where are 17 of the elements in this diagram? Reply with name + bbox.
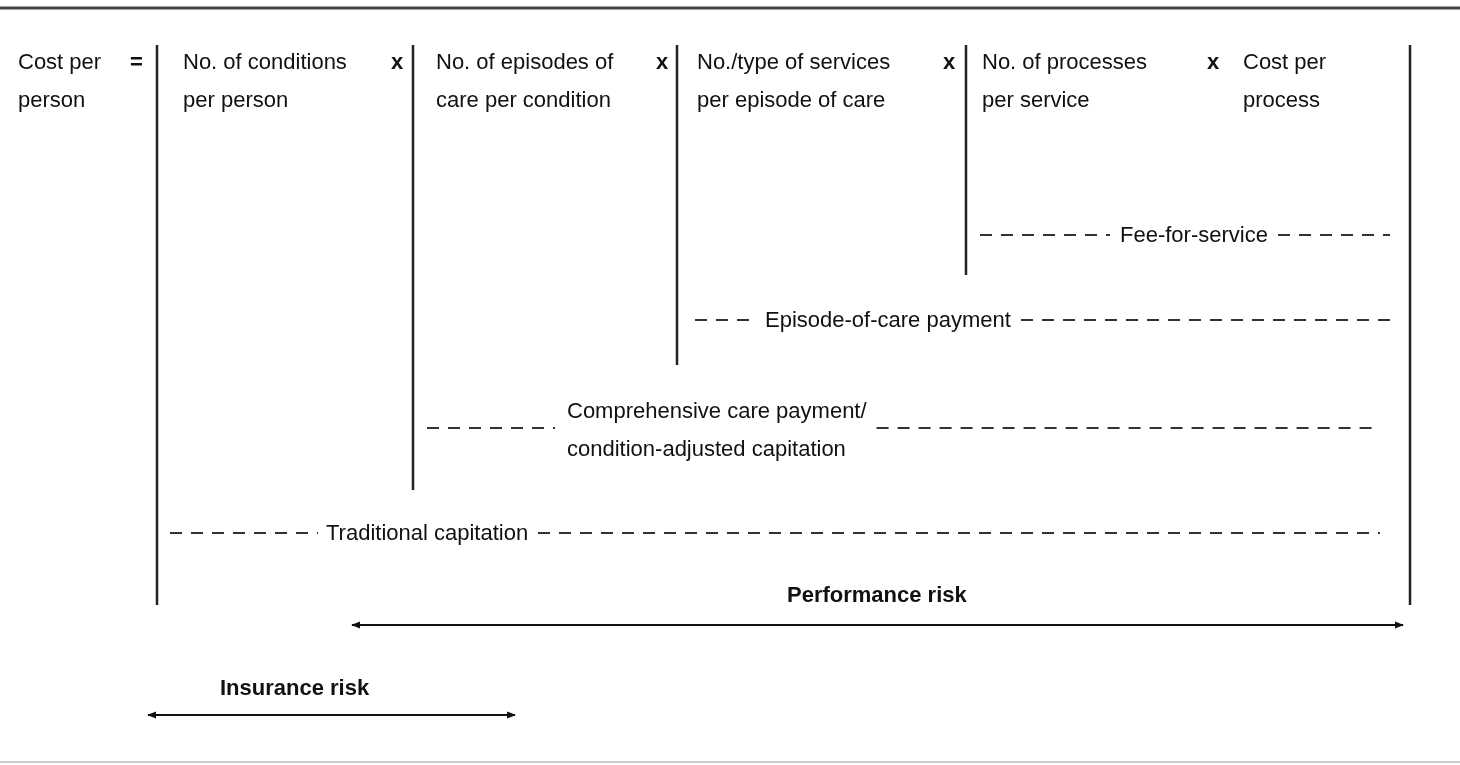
term-label: No. of episodes of care per condition xyxy=(436,48,615,114)
term-label: No. of processes per service xyxy=(982,48,1149,114)
payment-model-label: Traditional capitation xyxy=(326,519,529,547)
payment-model-label: Fee-for-service xyxy=(1120,221,1268,249)
payment-model-label: Comprehensive care payment/ condition-adjusted capitation xyxy=(567,397,868,463)
operator-sign: x xyxy=(656,48,669,76)
operator-sign: x xyxy=(391,48,404,76)
term-label: Cost per process xyxy=(1243,48,1328,114)
operator-sign: x xyxy=(943,48,956,76)
operator-sign: = xyxy=(130,48,143,76)
term-label: No. of conditions per person xyxy=(183,48,348,114)
risk-label: Insurance risk xyxy=(220,674,370,702)
term-label: Cost per person xyxy=(18,48,103,114)
payment-model-label: Episode-of-care payment xyxy=(765,306,1011,334)
term-label: No./type of services per episode of care xyxy=(697,48,892,114)
operator-sign: x xyxy=(1207,48,1220,76)
risk-label: Performance risk xyxy=(787,581,967,609)
